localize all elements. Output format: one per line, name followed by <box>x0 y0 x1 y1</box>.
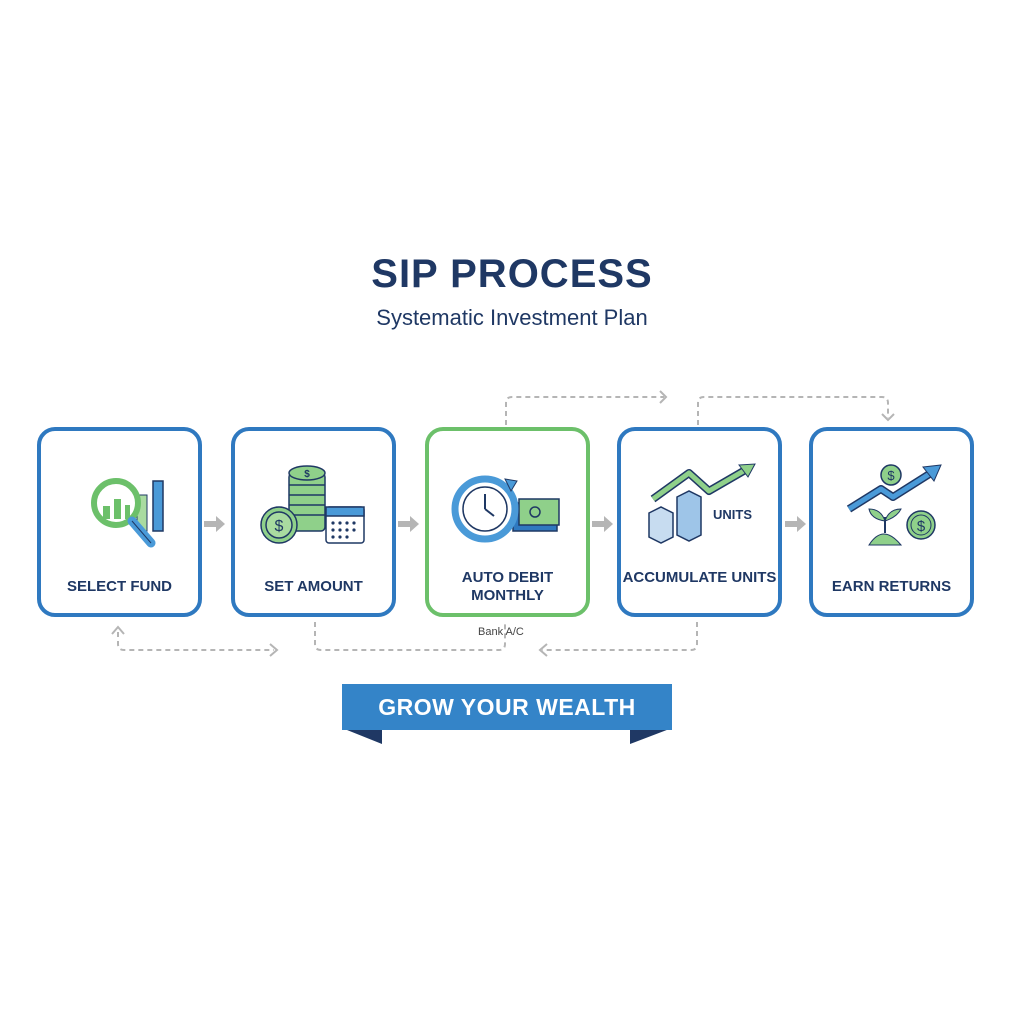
step-set-amount: $ $ SET AMOUNT <box>231 427 396 617</box>
flow-arrow-icon <box>398 516 419 532</box>
svg-text:$: $ <box>917 518 926 535</box>
flow-arrow-icon <box>785 516 806 532</box>
step-label: EARN RETURNS <box>831 578 952 595</box>
coins-calendar-icon: $ $ <box>260 465 365 544</box>
page-subtitle: Systematic Investment Plan <box>376 305 648 330</box>
svg-text:$: $ <box>304 469 310 480</box>
flow-arrow-icon <box>204 516 225 532</box>
clock-cash-icon <box>451 475 560 543</box>
plant-coins-icon: $ $ <box>846 464 942 546</box>
svg-text:$: $ <box>887 468 895 483</box>
flow-arrow-icon <box>592 516 613 532</box>
magnifier-chart-icon <box>91 478 164 548</box>
page-title: SIP PROCESS <box>371 252 653 296</box>
step-select-fund: SELECT FUND <box>37 427 202 617</box>
step-label: ACCUMULATE UNITS <box>622 569 777 586</box>
units-icon-text: UNITS <box>713 507 752 522</box>
step-auto-debit-monthly: AUTO DEBIT MONTHLY <box>425 427 590 617</box>
step-accumulate-units: UNITS ACCUMULATE UNITS <box>617 427 782 617</box>
banner-text: GROW YOUR WEALTH <box>378 694 636 720</box>
step-label: SET AMOUNT <box>264 578 363 595</box>
banner-ribbon <box>342 684 672 744</box>
svg-text:$: $ <box>275 518 284 535</box>
step-label: AUTO DEBIT MONTHLY <box>461 569 554 604</box>
step-label: SELECT FUND <box>67 578 172 595</box>
step-earn-returns: $ $ EARN RETURNS <box>809 427 974 617</box>
growth-units-icon <box>648 463 756 544</box>
bank-account-annotation: Bank A/C <box>478 626 524 638</box>
